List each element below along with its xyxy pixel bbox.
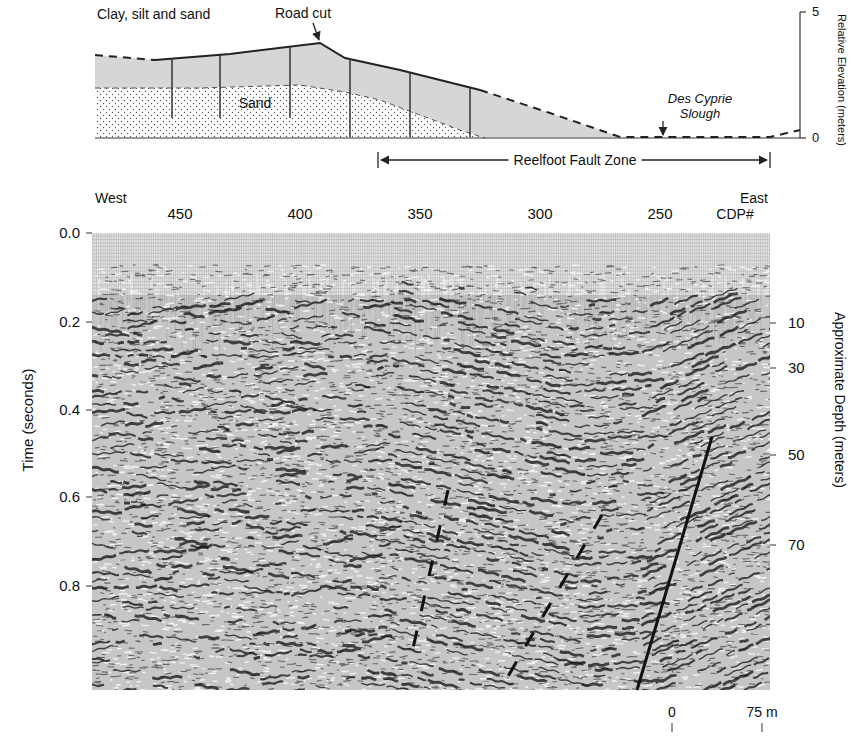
axis-tick-label: 10	[788, 314, 805, 331]
axis-title: Relative Elevation (meters)	[836, 14, 849, 146]
ground-surface	[480, 90, 800, 137]
callout-label: Road cut	[275, 5, 331, 21]
cdp-number: 300	[527, 205, 552, 222]
cdp-number: 450	[167, 205, 192, 222]
seismic-reflector	[92, 282, 770, 690]
axis-ticks	[86, 233, 776, 732]
cdp-number: 400	[287, 205, 312, 222]
zone-bracket	[378, 152, 770, 168]
cdp-number: 350	[407, 205, 432, 222]
axis-title: Approximate Depth (meters)	[832, 312, 848, 488]
fault-lines	[410, 437, 712, 690]
cdp-number: 250	[647, 205, 672, 222]
axis-tick-label: 70	[788, 536, 805, 553]
leader-arrow	[662, 121, 663, 135]
axis-tick-label: 0.4	[59, 401, 80, 418]
ground-surface	[95, 55, 155, 60]
scale-label: 75 m	[746, 704, 777, 720]
seismic-section	[92, 233, 770, 690]
axis-title: Time (seconds)	[19, 369, 36, 472]
scale-label: 0	[668, 704, 676, 720]
leader-arrow	[313, 23, 319, 40]
axis-tick-label: 50	[788, 446, 805, 463]
layer-label: Clay, silt and sand	[97, 6, 210, 22]
seismic-noise	[92, 264, 770, 690]
seismic-reflector	[92, 288, 770, 691]
axis-tick-label: 30	[788, 359, 805, 376]
seismic-reflector	[92, 287, 770, 690]
axis-tick-label: 0.8	[59, 577, 80, 594]
axis-tick-label: 0.6	[59, 488, 80, 505]
axis-tick-label: 0	[812, 131, 819, 146]
direction-label: East	[740, 190, 768, 206]
seismic-noise	[92, 264, 770, 690]
baseline	[95, 137, 800, 138]
axis-tick-label: 0.2	[59, 313, 80, 330]
axis-title: CDP#	[716, 206, 753, 222]
direction-label: West	[95, 190, 127, 206]
axis-tick-label: 0.0	[59, 224, 80, 241]
place-label: Des Cyprie Slough	[658, 92, 742, 122]
layer-label: Sand	[239, 95, 272, 111]
axis-tick-label: 5	[812, 5, 819, 20]
boreholes	[172, 47, 470, 137]
clay-layer	[95, 43, 620, 138]
zone-label: Reelfoot Fault Zone	[509, 152, 642, 168]
elevation-axis	[800, 12, 806, 138]
ground-surface	[155, 43, 480, 90]
